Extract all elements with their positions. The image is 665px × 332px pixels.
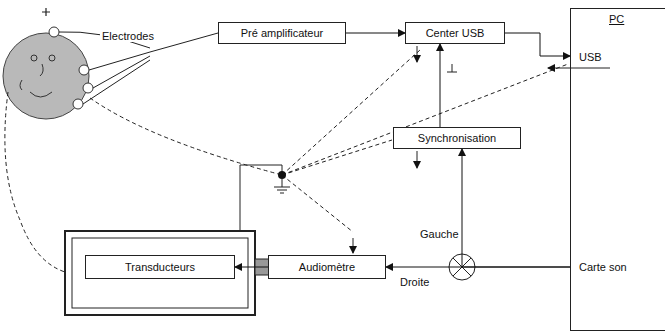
transducer-housing [72, 238, 248, 308]
signal-arrow [417, 151, 418, 168]
process-box: Synchronisation [393, 127, 521, 149]
edge-label: Droite [398, 276, 431, 288]
connector-arrow [235, 267, 268, 268]
earphone-cable [5, 92, 65, 272]
port-label: USB [579, 51, 602, 63]
head-illustration [3, 8, 93, 119]
connector-arrow [440, 44, 441, 127]
ground-symbol [274, 179, 290, 193]
computer-box: PC USB Carte son [570, 8, 665, 331]
ground-wires [240, 50, 568, 253]
connector-arrow [505, 33, 570, 56]
box-label: Pré amplificateur [241, 27, 324, 39]
signal-arrow [548, 68, 610, 69]
edge-label: Gauche [418, 228, 461, 240]
process-box: Pré amplificateur [218, 22, 346, 44]
part-label: Electrodes [100, 30, 156, 42]
process-box: Center USB [405, 22, 505, 44]
port-label: Carte son [579, 261, 627, 273]
transducer-housing [65, 231, 255, 315]
signal-arrow [417, 46, 418, 62]
box-label: Center USB [426, 27, 485, 39]
box-label: Audiomètre [299, 261, 355, 273]
box-label: Transducteurs [125, 261, 195, 273]
connector-arrow [462, 149, 570, 267]
box-title: PC [609, 13, 624, 25]
ground-junction [278, 171, 286, 179]
connector-arrow [346, 33, 405, 34]
box-label: Synchronisation [418, 132, 496, 144]
transducer-box: Transducteurs [85, 255, 235, 279]
electrode-wires [59, 32, 218, 104]
earphone-cable [90, 98, 282, 175]
process-box: Audiomètre [268, 255, 386, 279]
ground-symbol [447, 64, 457, 72]
